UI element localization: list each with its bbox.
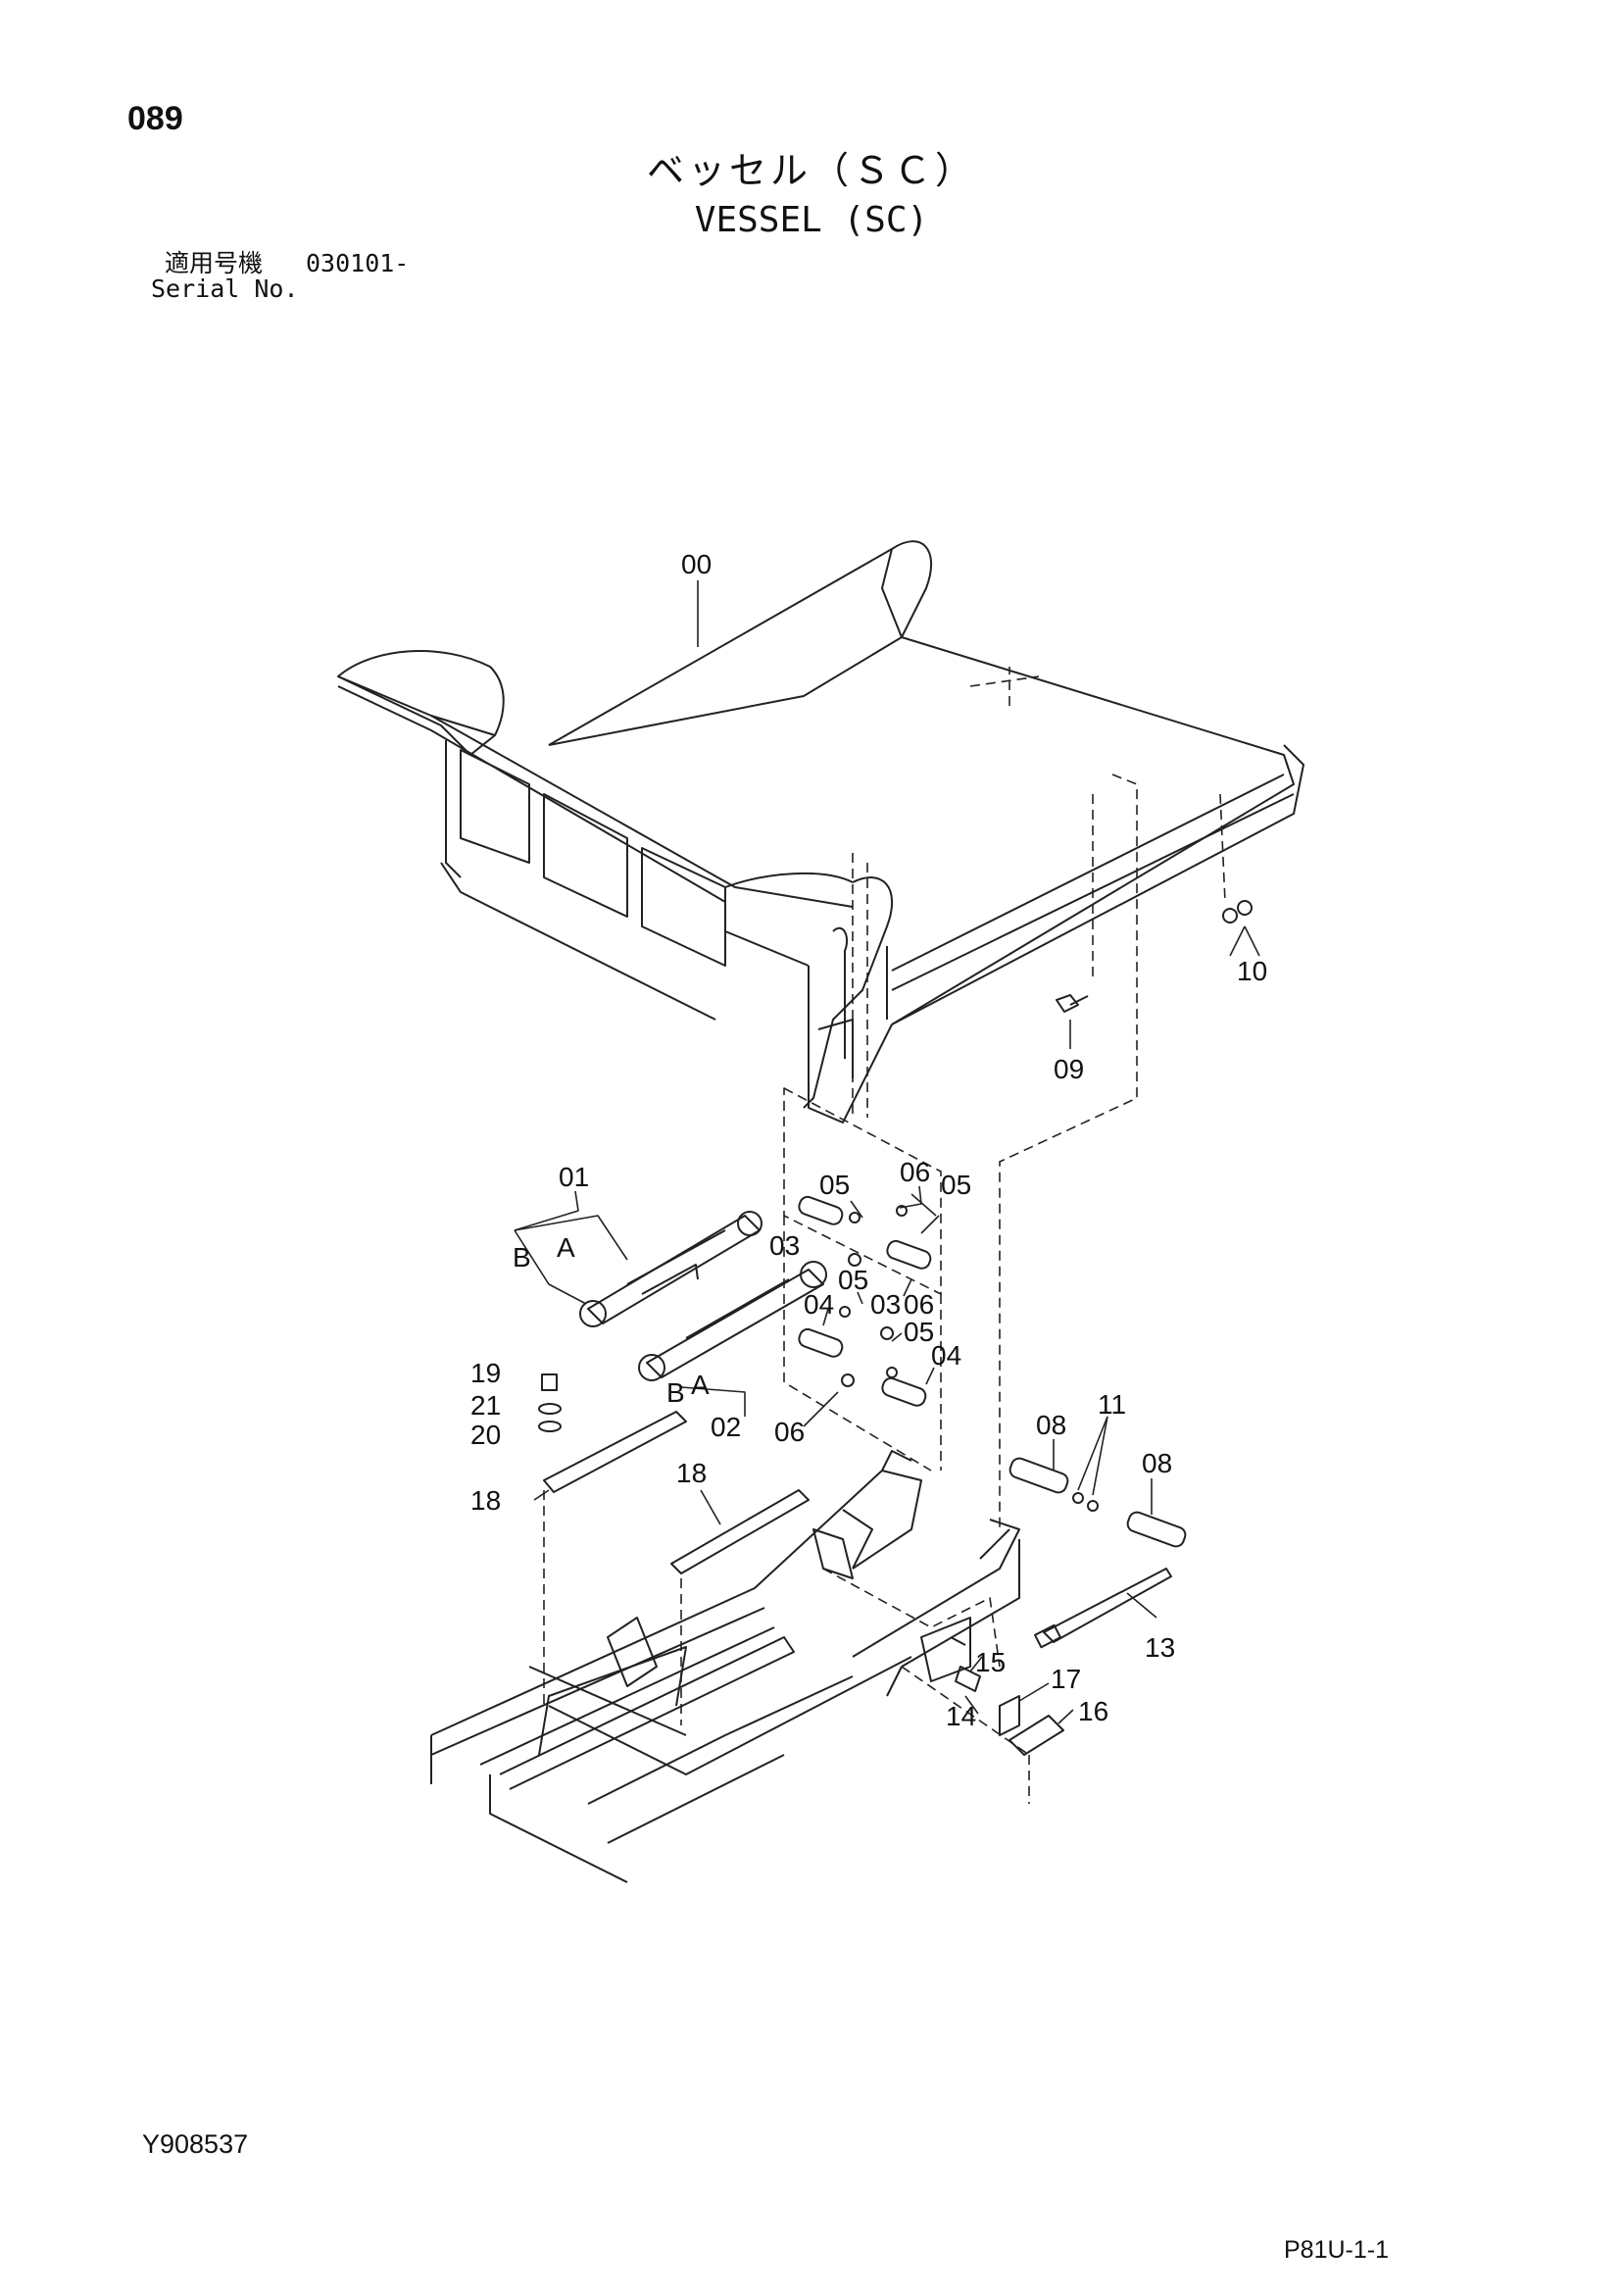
chassis-frame (430, 1450, 1020, 1883)
callout-20: 20 (470, 1420, 501, 1450)
callout-14: 14 (946, 1701, 976, 1731)
callout-17: 17 (1051, 1664, 1081, 1694)
callout-03: 03 (769, 1230, 800, 1261)
cylinder-upper (579, 1211, 762, 1327)
callout-04: 04 (804, 1289, 834, 1320)
vessel-body (337, 540, 1304, 1123)
serial-value: 030101- (306, 249, 410, 277)
page-number: 089 (127, 100, 183, 137)
cylinder-lower (638, 1261, 827, 1381)
callout-15: 15 (975, 1647, 1006, 1677)
callout-06: 06 (900, 1157, 930, 1187)
callout-10: 10 (1237, 956, 1267, 986)
callout-06: 06 (904, 1289, 934, 1320)
callout-05: 05 (941, 1170, 971, 1200)
callout-18: 18 (676, 1458, 707, 1488)
callout-11: 11 (1098, 1389, 1126, 1420)
callout-05: 05 (904, 1317, 934, 1347)
callout-label-a: A (691, 1370, 710, 1400)
callout-09: 09 (1054, 1054, 1084, 1084)
callout-19: 19 (470, 1358, 501, 1388)
title-japanese: ベッセル（ＳＣ） (646, 149, 976, 192)
title-english: VESSEL (SC) (694, 200, 929, 240)
callout-02: 02 (711, 1412, 741, 1442)
callout-16: 16 (1078, 1696, 1108, 1726)
serial-label-japanese: 適用号機 (165, 249, 264, 277)
callout-05: 05 (838, 1265, 868, 1295)
callout-label-b: B (513, 1242, 531, 1273)
callout-01: 01 (559, 1162, 589, 1192)
callout-03: 03 (870, 1289, 901, 1320)
sheet-code: P81U-1-1 (1284, 2236, 1389, 2264)
callout-label-b: B (666, 1377, 685, 1408)
callout-05: 05 (819, 1170, 850, 1200)
serial-label-english: Serial No. (151, 275, 299, 303)
callout-06: 06 (774, 1417, 805, 1447)
callout-label-a: A (557, 1232, 575, 1263)
document-code: Y908537 (142, 2129, 249, 2159)
callout-21: 21 (470, 1390, 501, 1421)
callout-13: 13 (1145, 1632, 1175, 1663)
callout-labels: 00 10 09 01 05 06 05 B A 03 05 04 03 06 … (470, 549, 1267, 1731)
callout-08: 08 (1036, 1410, 1066, 1440)
callout-08: 08 (1142, 1448, 1172, 1478)
callout-18: 18 (470, 1485, 501, 1516)
callout-04: 04 (931, 1340, 961, 1371)
callout-00: 00 (681, 549, 712, 579)
